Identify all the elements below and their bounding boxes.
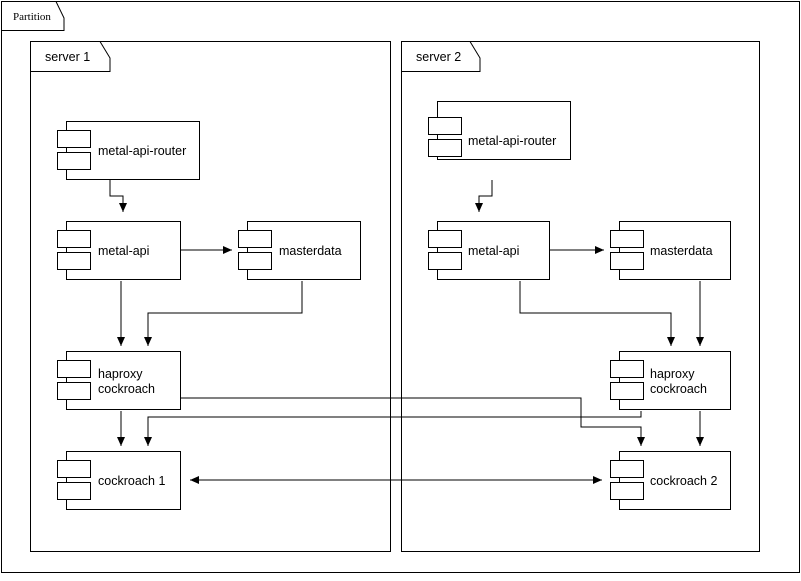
component-label-line2: cockroach	[650, 382, 707, 396]
component-metal-api-router-server2[interactable]: metal-api-router	[428, 101, 571, 160]
edge-s2-haproxy-to-cockroach1	[144, 411, 642, 446]
component-masterdata-server2[interactable]: masterdata	[610, 221, 731, 280]
component-label: cockroach 1	[98, 474, 165, 488]
server2-label-tab	[401, 41, 481, 72]
edge-s2-router-to-metalapi	[475, 180, 493, 212]
component-label: metal-api	[468, 244, 519, 258]
partition-label: Partition	[13, 11, 51, 23]
component-label: metal-api	[98, 244, 149, 258]
component-cockroach-2[interactable]: cockroach 2	[610, 451, 731, 510]
server1-label: server 1	[45, 50, 90, 64]
edge-s1-haproxy-to-cockroach2	[181, 397, 645, 446]
component-label: metal-api-router	[468, 134, 556, 148]
server2-label: server 2	[416, 50, 461, 64]
component-label-line1: haproxy	[98, 367, 143, 381]
partition-label-tab	[1, 1, 65, 31]
component-metal-api-server2[interactable]: metal-api	[428, 221, 550, 280]
component-label: masterdata	[650, 244, 713, 258]
edge-s1-router-to-metalapi	[109, 180, 127, 212]
component-label-line2: cockroach	[98, 382, 155, 396]
component-label-line1: haproxy	[650, 367, 695, 381]
component-haproxy-cockroach-server2[interactable]: haproxy cockroach	[610, 351, 731, 410]
component-label: masterdata	[279, 244, 342, 258]
server1-label-tab	[30, 41, 111, 72]
component-metal-api-server1[interactable]: metal-api	[57, 221, 181, 280]
component-masterdata-server1[interactable]: masterdata	[238, 221, 361, 280]
component-label: metal-api-router	[98, 144, 186, 158]
edge-s1-masterdata-to-haproxy	[144, 281, 303, 346]
component-label: cockroach 2	[650, 474, 717, 488]
component-haproxy-cockroach-server1[interactable]: haproxy cockroach	[57, 351, 181, 410]
edge-s2-metalapi-to-haproxy	[519, 281, 675, 346]
component-cockroach-1[interactable]: cockroach 1	[57, 451, 181, 510]
component-metal-api-router-server1[interactable]: metal-api-router	[57, 121, 200, 180]
